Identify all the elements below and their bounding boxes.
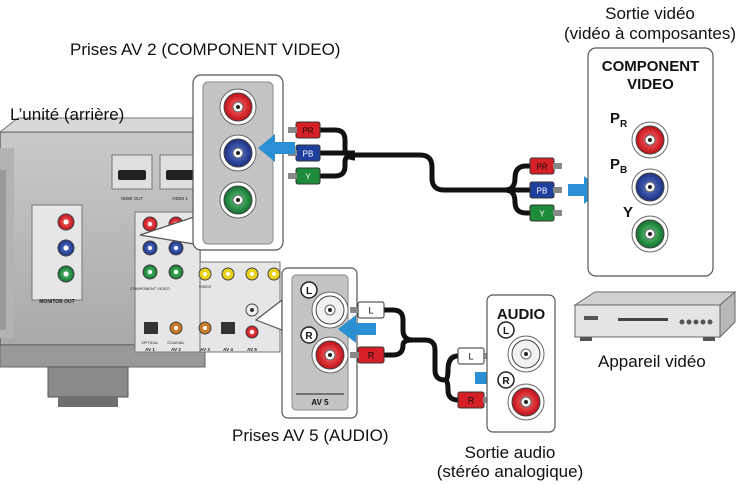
- av2-marking: AV 2: [171, 347, 181, 352]
- hdmi-1-marking: HDMI 1: [172, 196, 188, 201]
- optical-marking: OPTICAL: [141, 340, 159, 345]
- arrow-into-av2: [258, 134, 295, 162]
- plug-pb-left: PB: [303, 150, 314, 159]
- audio-out-panel: L R: [486, 294, 556, 433]
- plug-l-right: L: [468, 352, 473, 362]
- audio-out-label-line2: (stéréo analogique): [436, 462, 584, 481]
- hdmi-out-marking: HDMI OUT: [121, 196, 143, 201]
- video-panel-y-label: Y: [623, 204, 634, 221]
- av1-marking: AV 1: [145, 347, 155, 352]
- av4-marking: AV 4: [223, 347, 233, 352]
- arrow-into-av5: [338, 315, 376, 343]
- arrow-out-component: [568, 176, 602, 204]
- plug-pb-right: PB: [537, 187, 548, 196]
- video-marking: VIDEO: [199, 284, 211, 289]
- av2-jacks-label: Prises AV 2 (COMPONENT VIDEO): [70, 40, 341, 59]
- plug-y-left: Y: [305, 173, 311, 182]
- av5-callout: L R AV 5: [254, 267, 358, 419]
- plug-pr-left: PR: [302, 127, 313, 136]
- audio-panel-title: AUDIO: [496, 306, 546, 323]
- plug-l-left: L: [368, 306, 373, 316]
- av5-name-label: AV 5: [311, 398, 329, 407]
- component-cable: PR PB Y PR PB Y: [288, 121, 562, 222]
- plug-r-right: R: [468, 396, 475, 406]
- av2-callout: [139, 74, 284, 251]
- video-panel-title-line2: VIDEO: [627, 76, 674, 93]
- plug-pr-right: PR: [536, 163, 547, 172]
- av5-jacks-label: Prises AV 5 (AUDIO): [232, 426, 389, 445]
- audio-out-label-line1: Sortie audio: [464, 443, 556, 462]
- video-out-label-line2: (vidéo à composantes): [564, 24, 736, 43]
- coaxial-marking: COAXIAL: [167, 340, 185, 345]
- video-device: [573, 290, 737, 341]
- video-panel-pr-label: PR: [610, 110, 628, 130]
- video-device-label: Appareil vidéo: [598, 352, 706, 371]
- unit-rear-label: L’unité (arrière): [10, 105, 125, 124]
- plug-r-left: R: [368, 351, 375, 361]
- video-panel-title-line1: COMPONENT: [601, 58, 700, 75]
- audio-cable: L R L R: [350, 301, 492, 409]
- audio-out-right-label: R: [502, 376, 510, 387]
- video-out-panel: [587, 47, 714, 277]
- av5-marking: AV 5: [247, 347, 257, 352]
- av3-marking: AV 3: [200, 347, 210, 352]
- audio-out-left-label: L: [503, 326, 509, 337]
- av5-left-label: L: [306, 286, 312, 297]
- av5-right-label: R: [305, 331, 313, 342]
- video-out-label-line1: Sortie vidéo: [605, 4, 695, 23]
- monitor-out-marking: MONITOR OUT: [39, 299, 74, 305]
- plug-y-right: Y: [539, 210, 545, 219]
- component-video-marking: COMPONENT VIDEO: [130, 286, 170, 291]
- video-panel-pb-label: PB: [610, 156, 628, 176]
